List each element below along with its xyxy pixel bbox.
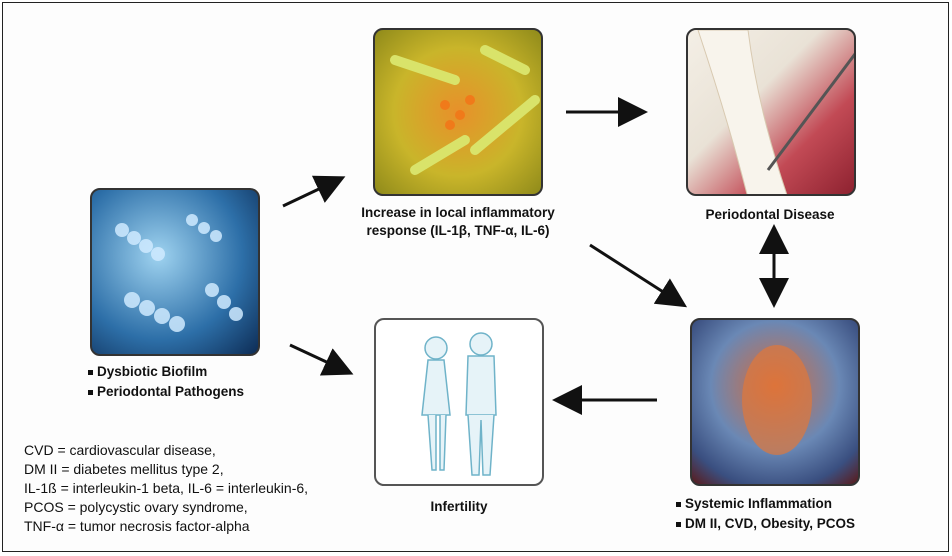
systemic-bullets: Systemic Inflammation DM II, CVD, Obesit… [676,494,855,534]
abbreviation: IL-1ß = interleukin-1 beta, IL-6 = inter… [24,480,309,496]
periodontal-image [686,28,856,196]
bullet-item: DM II, CVD, Obesity, PCOS [676,514,855,534]
inflammation-image [373,28,543,196]
abbreviation: PCOS = polycystic ovary syndrome, [24,499,248,515]
biofilm-image [90,188,260,356]
tooth-probe-illustration [697,30,854,194]
inflammation-label-line: Increase in local inflammatory [361,205,555,220]
arrow-biofilm-to-inflammation [282,175,346,208]
inflammation-label: Increase in local inflammatory response … [330,204,586,240]
couple-illustration [421,332,497,476]
arrow-biofilm-to-infertility [289,343,354,376]
abbreviation: CVD = cardiovascular disease, [24,442,216,458]
torso-illustration [742,345,812,455]
bullet-item: Systemic Inflammation [676,494,855,514]
arrow-inflammation-to-systemic [589,243,688,308]
systemic-image [690,318,860,486]
bacteria-rods-illustration [390,45,540,175]
bullet-item: Periodontal Pathogens [88,382,244,402]
biofilm-bullets: Dysbiotic Biofilm Periodontal Pathogens [88,362,244,402]
abbreviations-legend: CVD = cardiovascular disease, DM II = di… [24,441,308,536]
bullet-item: Dysbiotic Biofilm [88,362,244,382]
inflammation-label-line: response (IL-1β, TNF-α, IL-6) [366,223,550,238]
infertility-label: Infertility [430,499,488,514]
infertility-image [374,318,544,486]
abbreviation: DM II = diabetes mellitus type 2, [24,461,224,477]
abbreviation: TNF-α = tumor necrosis factor-alpha [24,518,250,534]
periodontal-label: Periodontal Disease [705,207,835,222]
bacteria-chains-illustration [115,214,243,332]
